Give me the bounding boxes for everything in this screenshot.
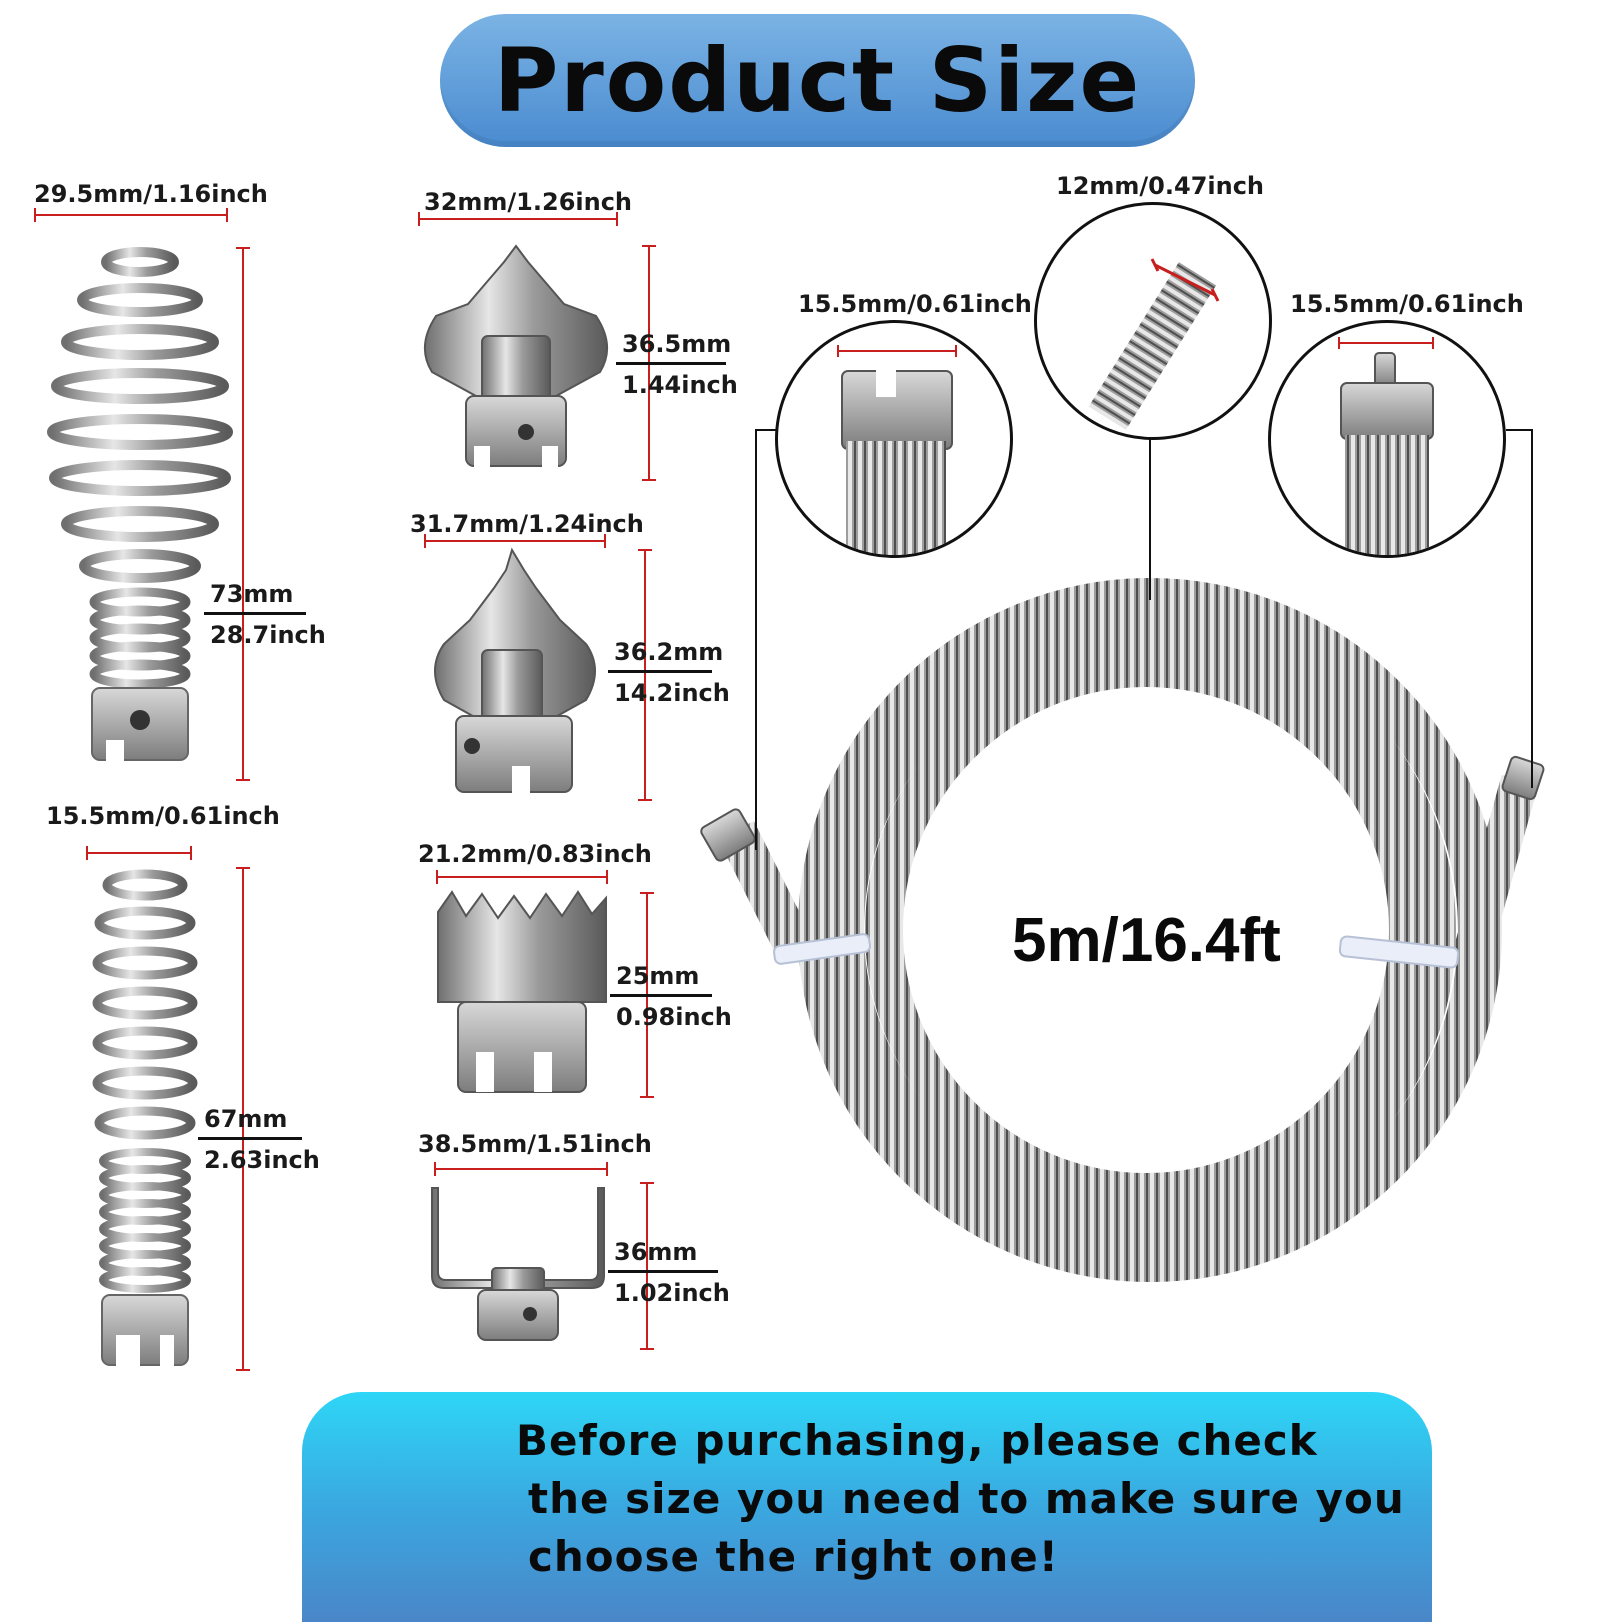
hose-left-end-circle	[775, 320, 1013, 558]
spring-large-height-in: 28.7inch	[210, 621, 326, 649]
spade-a-height-label: 36.5mm 1.44inch	[616, 330, 746, 399]
saw-cutter-height-label: 25mm 0.98inch	[610, 962, 740, 1031]
spade-a-image	[424, 244, 608, 470]
spade-b-height-in: 14.2inch	[614, 679, 730, 707]
hose-detail-circle	[1034, 202, 1272, 440]
spring-large-height-line	[236, 247, 250, 781]
saw-cutter-image	[437, 890, 607, 1093]
spring-large-width-label: 29.5mm/1.16inch	[34, 180, 268, 208]
u-blade-width-label: 38.5mm/1.51inch	[418, 1130, 652, 1158]
spring-small-width-line	[86, 846, 192, 860]
spring-large-height-mm: 73mm	[204, 580, 306, 615]
spring-large-height-label: 73mm 28.7inch	[204, 580, 334, 649]
spring-small-height-mm: 67mm	[198, 1105, 302, 1140]
spring-small-image	[92, 869, 198, 1369]
spade-a-height-mm: 36.5mm	[616, 330, 731, 365]
hose-left-end-label: 15.5mm/0.61inch	[798, 290, 1032, 318]
spring-small-height-label: 67mm 2.63inch	[198, 1105, 328, 1174]
u-blade-height-line	[640, 1182, 654, 1350]
u-blade-height-in: 1.02inch	[614, 1279, 730, 1307]
spring-small-height-in: 2.63inch	[204, 1146, 320, 1174]
saw-cutter-width-label: 21.2mm/0.83inch	[418, 840, 652, 868]
spade-a-width-label: 32mm/1.26inch	[424, 188, 633, 216]
spring-large-image	[47, 247, 233, 764]
hose-length-label: 5m/16.4ft	[1012, 906, 1281, 975]
spade-a-width-line	[418, 212, 618, 226]
spade-a-height-in: 1.44inch	[622, 371, 738, 399]
hose-right-end-circle	[1268, 320, 1506, 558]
title-banner: Product Size	[440, 14, 1195, 147]
saw-cutter-height-in: 0.98inch	[616, 1003, 732, 1031]
spade-b-width-line	[424, 534, 606, 548]
spade-b-image	[434, 547, 596, 794]
hose-right-end-label: 15.5mm/0.61inch	[1290, 290, 1524, 318]
note-line-2: the size you need to make sure you	[528, 1474, 1405, 1523]
spring-small-width-label: 15.5mm/0.61inch	[46, 802, 280, 830]
saw-cutter-width-line	[436, 870, 608, 884]
purchase-note-banner: Before purchasing, please check the size…	[302, 1392, 1432, 1622]
spring-large-width-line	[34, 208, 228, 222]
u-blade-height-label: 36mm 1.02inch	[608, 1238, 738, 1307]
page-title: Product Size	[493, 29, 1142, 132]
note-line-1: Before purchasing, please check	[516, 1416, 1318, 1465]
saw-cutter-height-mm: 25mm	[610, 962, 712, 997]
spade-b-height-label: 36.2mm 14.2inch	[608, 638, 738, 707]
note-line-3: choose the right one!	[528, 1532, 1059, 1581]
spade-b-height-mm: 36.2mm	[608, 638, 723, 673]
u-blade-image	[431, 1187, 605, 1341]
spring-small-height-line	[236, 867, 250, 1371]
spade-b-height-line	[638, 549, 652, 801]
u-blade-width-line	[434, 1162, 608, 1176]
hose-diameter-label: 12mm/0.47inch	[1056, 172, 1265, 200]
u-blade-height-mm: 36mm	[608, 1238, 718, 1273]
spade-b-width-label: 31.7mm/1.24inch	[410, 510, 644, 538]
